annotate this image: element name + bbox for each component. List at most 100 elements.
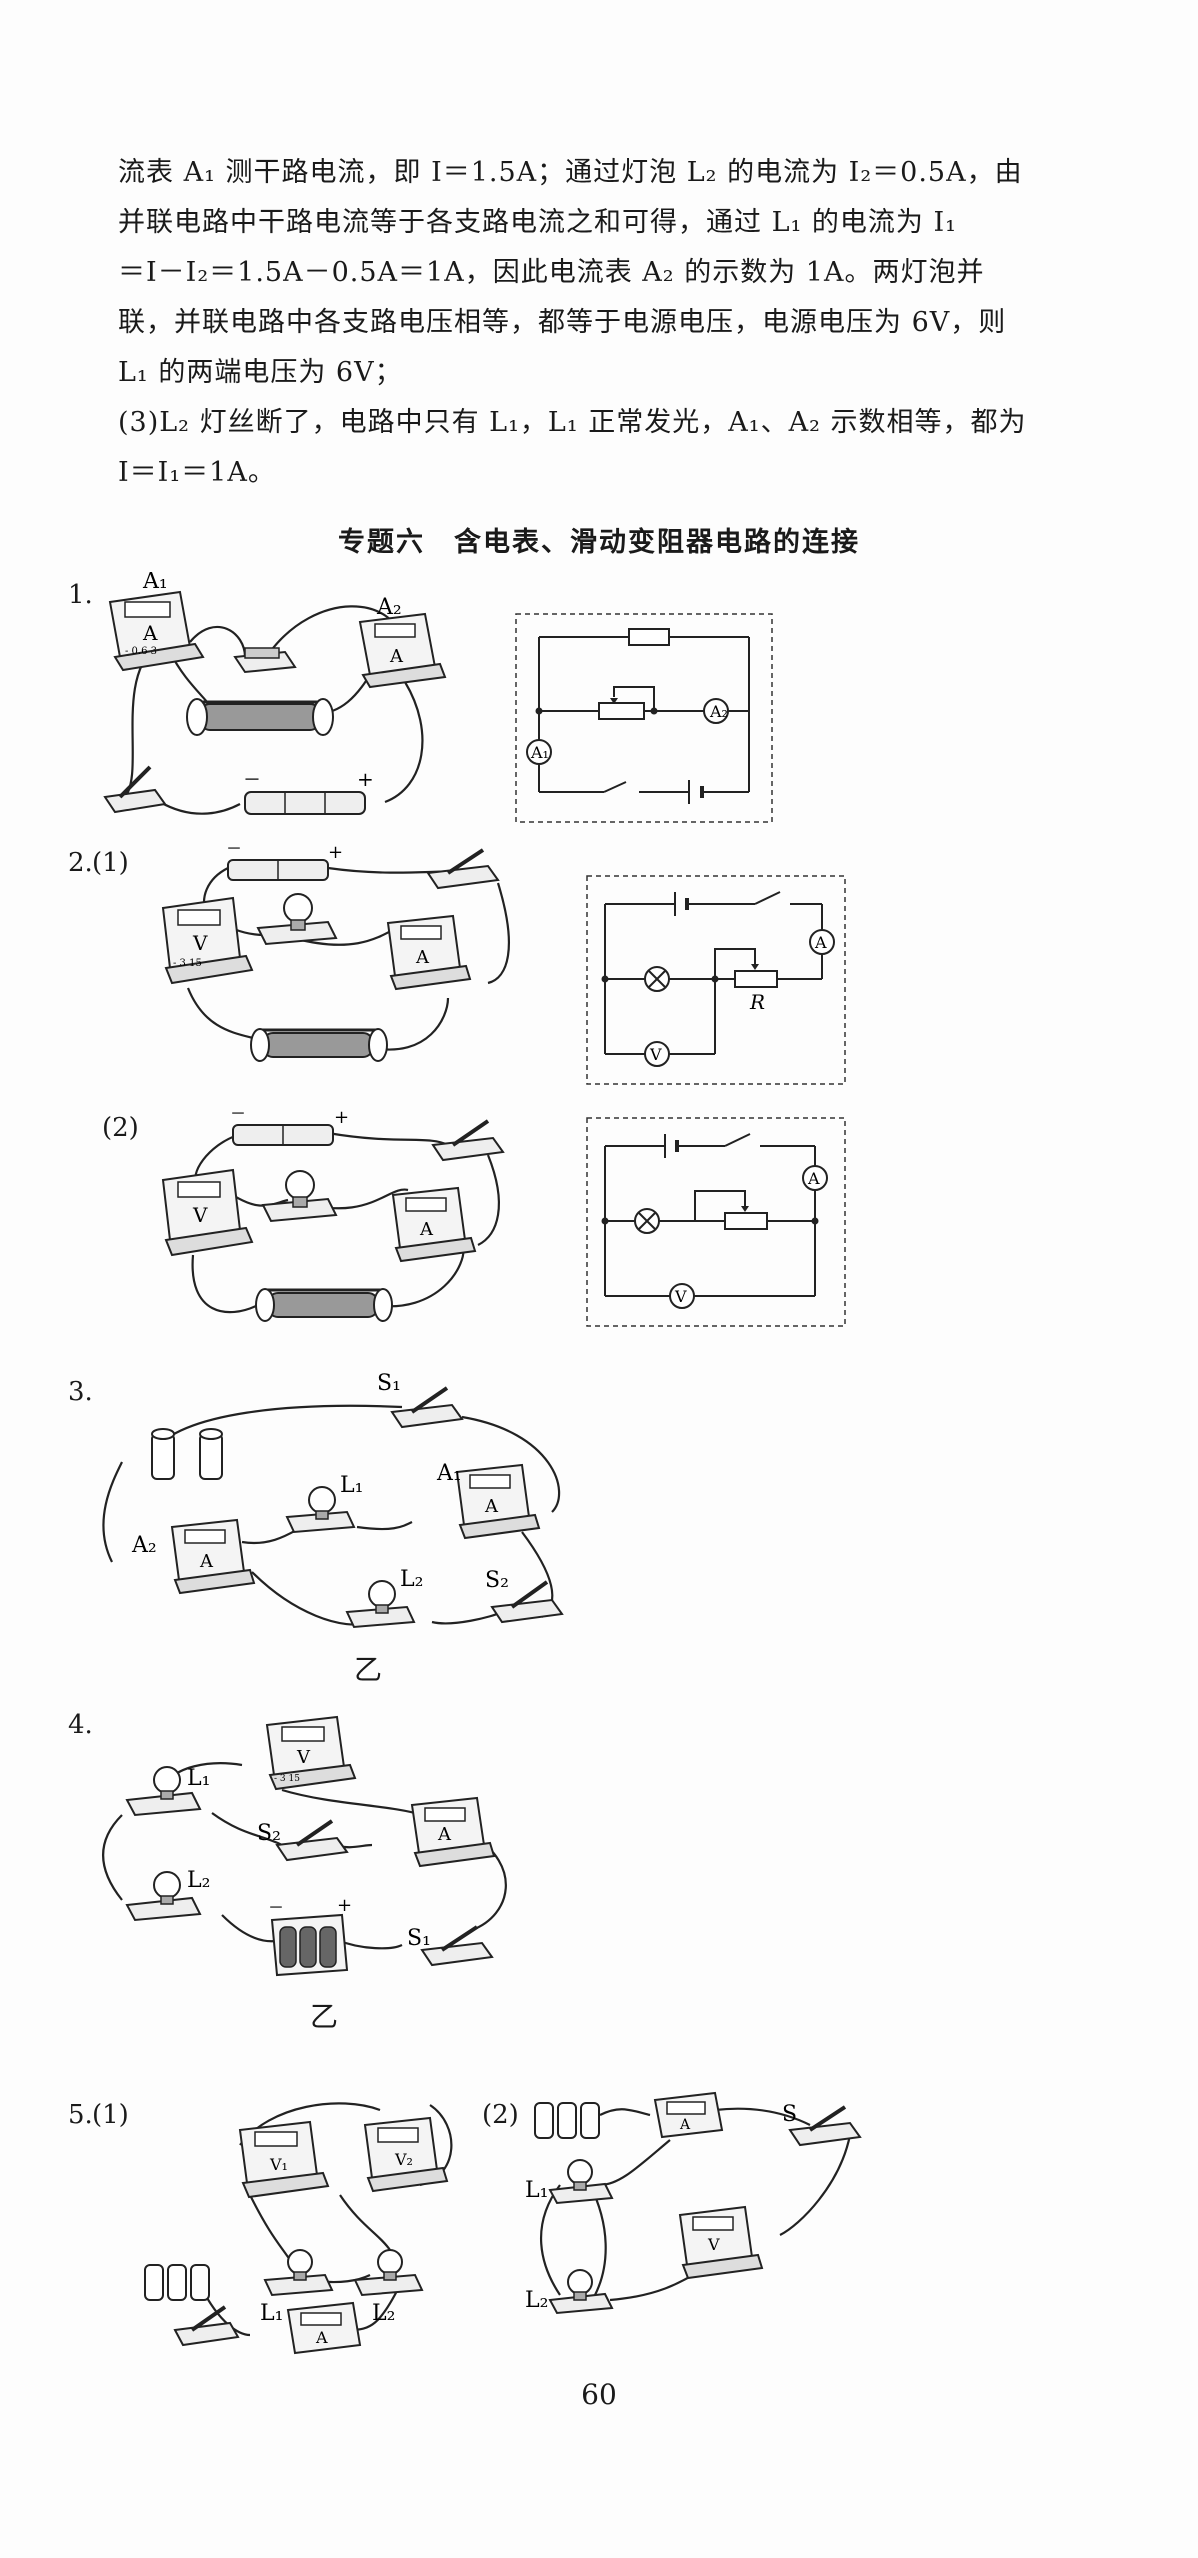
q4-ammeter-letter: A bbox=[437, 1824, 452, 1845]
battery-icon bbox=[227, 859, 329, 881]
solution-text: 流表 A₁ 测干路电流，即 I＝1.5A；通过灯泡 L₂ 的电流为 I₂＝0.5… bbox=[118, 148, 1068, 498]
q2-1-plus: + bbox=[328, 842, 343, 863]
q5-2-label-s: S bbox=[782, 2102, 797, 2127]
q3-label-s2: S₂ bbox=[485, 1568, 509, 1593]
solution-line: (3)L₂ 灯丝断了，电路中只有 L₁，L₁ 正常发光，A₁、A₂ 示数相等，都… bbox=[118, 407, 1027, 438]
q1-meter-letter-2: A bbox=[389, 646, 404, 667]
page-number: 60 bbox=[581, 2378, 617, 2411]
voltmeter-v2-icon bbox=[363, 2116, 449, 2193]
q2-2-physical-circuit: － + V A bbox=[161, 1105, 505, 1322]
switch-icon bbox=[275, 1819, 349, 1862]
q1-physical-circuit: A₁ A - 0.6 3 A₂ A － + bbox=[103, 572, 447, 815]
question-2-part-2: (2) bbox=[102, 1113, 139, 1143]
q1-scale: - 0.6 3 bbox=[125, 646, 157, 657]
ammeter-icon bbox=[386, 914, 472, 991]
switch-icon bbox=[431, 1119, 505, 1162]
bulb-icon bbox=[256, 893, 338, 946]
q5-1-ammeter-letter: A bbox=[315, 2328, 328, 2347]
q3-label-s1: S₁ bbox=[377, 1372, 401, 1396]
ammeter-icon bbox=[391, 1186, 477, 1263]
q1-label-a2: A₂ bbox=[376, 595, 402, 620]
battery-icon bbox=[534, 2102, 600, 2139]
bulb-icon bbox=[285, 1486, 356, 1534]
bulb-icon bbox=[125, 1871, 202, 1922]
switch-icon bbox=[420, 1925, 494, 1967]
q5-1-physical-circuit: V₁ V₂ L₁ L₂ bbox=[144, 2102, 453, 2355]
battery-icon bbox=[151, 1428, 223, 1480]
ammeter-a1-icon bbox=[108, 590, 205, 672]
switch-icon bbox=[788, 2105, 862, 2147]
q5-2-label-l2: L₂ bbox=[525, 2288, 548, 2313]
question-5-part-2: (2) bbox=[482, 2100, 519, 2130]
q3-label-a2: A₂ bbox=[131, 1533, 157, 1558]
q4-scale-v: - 3 15 bbox=[274, 1774, 300, 1784]
rheostat-icon bbox=[186, 698, 334, 736]
q5-2-ammeter-letter: A bbox=[679, 2117, 691, 2133]
q2-2-voltmeter-letter: V bbox=[192, 1203, 208, 1227]
solution-line: L₁ 的两端电压为 6V； bbox=[118, 357, 403, 388]
q3-label-l2: L₂ bbox=[400, 1567, 423, 1592]
ammeter-icon bbox=[653, 2091, 724, 2139]
solution-line: 并联电路中干路电流等于各支路电流之和可得，通过 L₁ 的电流为 I₁ bbox=[118, 207, 957, 238]
question-number-2: 2. bbox=[68, 848, 93, 878]
bulb-icon bbox=[548, 2269, 614, 2315]
q2-2-circuit-diagram: A V bbox=[586, 1117, 846, 1327]
question-number-5: 5. bbox=[68, 2100, 93, 2130]
q5-2-voltmeter-letter: V bbox=[707, 2235, 720, 2254]
battery-icon bbox=[244, 791, 366, 815]
voltmeter-icon bbox=[161, 1168, 254, 1257]
bulb-icon bbox=[261, 1170, 338, 1223]
q4-label-s1: S₁ bbox=[407, 1926, 431, 1951]
switch-icon bbox=[490, 1580, 564, 1624]
question-number-4: 4. bbox=[68, 1710, 93, 1740]
q5-1-label-v1: V₁ bbox=[269, 2155, 288, 2174]
q2-1-ammeter-letter: A bbox=[415, 947, 430, 968]
q4-voltmeter-letter: V bbox=[296, 1747, 311, 1768]
question-number-3: 3. bbox=[68, 1377, 93, 1407]
question-2-part-1: (1) bbox=[92, 848, 129, 878]
q4-label-s2: S₂ bbox=[257, 1821, 281, 1846]
q3-physical-circuit: S₁ L₁ A₁ A A₂ A L₂ S₂ bbox=[102, 1372, 564, 1629]
q3-a2-letter: A bbox=[199, 1551, 214, 1572]
q4-physical-circuit: L₁ V - 3 15 S₂ A L₂ bbox=[101, 1715, 507, 1977]
switch-icon bbox=[173, 2305, 240, 2347]
ammeter-a1-icon bbox=[455, 1463, 541, 1540]
battery-icon bbox=[270, 1913, 349, 1977]
solution-line: 流表 A₁ 测干路电流，即 I＝1.5A；通过灯泡 L₂ 的电流为 I₂＝0.5… bbox=[118, 157, 1023, 188]
q4-caption: 乙 bbox=[310, 2000, 339, 2033]
battery-icon bbox=[232, 1124, 334, 1146]
q4-battery-minus: － bbox=[268, 1898, 284, 1917]
q4-label-l1: L₁ bbox=[187, 1766, 210, 1791]
q5-2-physical-circuit: A S L₁ V L₂ bbox=[525, 2091, 862, 2315]
q1-label-a1: A₁ bbox=[142, 572, 168, 594]
q1-circuit-diagram: A₂ A₁ bbox=[515, 613, 773, 823]
voltmeter-v1-icon bbox=[238, 2120, 330, 2199]
q2-2-ammeter-letter: A bbox=[419, 1219, 434, 1240]
question-5-part-1: (1) bbox=[92, 2100, 129, 2130]
q2-2-diagram-v: V bbox=[674, 1287, 687, 1306]
question-number-1: 1. bbox=[68, 580, 93, 610]
voltmeter-icon bbox=[265, 1715, 357, 1791]
battery-icon bbox=[144, 2264, 210, 2301]
q5-2-label-l1: L₁ bbox=[525, 2178, 548, 2203]
voltmeter-icon bbox=[161, 896, 254, 985]
solution-line: 联，并联电路中各支路电压相等，都等于电源电压，电源电压为 6V，则 bbox=[118, 307, 1007, 338]
q2-1-physical-circuit: － + V - 3 15 A bbox=[161, 839, 510, 1062]
q2-1-circuit-diagram: A V R bbox=[586, 875, 846, 1085]
rheostat-icon bbox=[255, 1288, 393, 1322]
q2-2-minus: － bbox=[230, 1105, 246, 1123]
bulb-icon bbox=[345, 1580, 416, 1629]
q2-1-diagram-v: V bbox=[649, 1045, 662, 1064]
q3-a1-letter: A bbox=[484, 1496, 499, 1517]
q2-1-diagram-r: R bbox=[749, 990, 765, 1014]
q1-meter-letter: A bbox=[142, 621, 158, 645]
q1-diagram-a1: A₁ bbox=[530, 743, 549, 762]
bulb-icon bbox=[263, 2249, 334, 2297]
rheostat-icon bbox=[250, 1028, 388, 1062]
q5-1-label-l1: L₁ bbox=[260, 2301, 283, 2326]
q3-caption: 乙 bbox=[354, 1653, 383, 1686]
switch-icon bbox=[426, 848, 500, 890]
bulb-icon bbox=[125, 1766, 202, 1817]
q2-1-minus: － bbox=[226, 839, 242, 858]
